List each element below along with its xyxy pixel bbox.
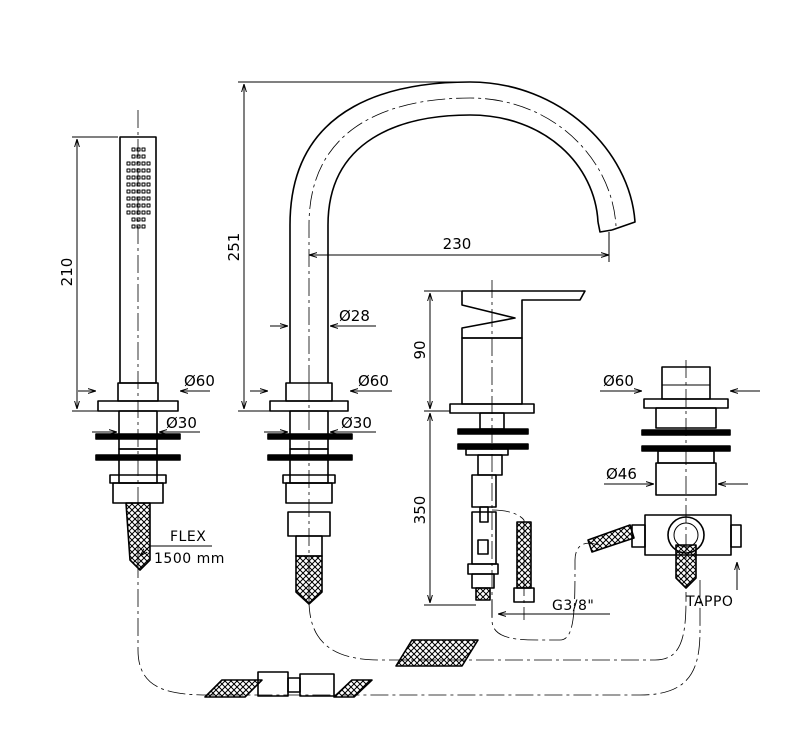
spray-nozzle	[141, 217, 146, 222]
spray-nozzle	[136, 210, 141, 215]
spray-nozzle	[146, 210, 151, 215]
dim-diverter-diameter: Ø60	[603, 372, 634, 390]
label-flex: FLEX	[170, 529, 206, 545]
hand-shower	[95, 110, 181, 571]
mixer-body	[449, 280, 586, 620]
spray-nozzle	[141, 224, 146, 229]
spray-nozzle	[136, 189, 141, 194]
spray-nozzle	[131, 210, 136, 215]
spray-nozzle	[126, 210, 131, 215]
label-flex-length: 1500 mm	[154, 551, 225, 567]
spray-nozzle	[141, 161, 146, 166]
hand-shower-washer-top	[95, 433, 181, 440]
spout-inner-curve	[327, 114, 599, 383]
label-plug: TAPPO	[685, 594, 733, 610]
hose-routing	[137, 509, 701, 696]
spray-nozzle	[131, 196, 136, 201]
dim-spout-diameter: Ø28	[339, 307, 370, 325]
spray-nozzle	[136, 161, 141, 166]
main-hose-hatch-left	[204, 679, 263, 698]
spray-nozzle	[126, 161, 131, 166]
spout-washer-bottom	[267, 454, 353, 461]
spray-nozzle	[141, 154, 146, 159]
spray-nozzle	[136, 182, 141, 187]
dim-mixer-height: 90	[411, 340, 429, 359]
diverter	[587, 360, 742, 600]
label-thread: G3/8"	[552, 598, 594, 614]
spray-nozzle	[146, 203, 151, 208]
spray-nozzle	[131, 182, 136, 187]
spray-nozzle	[131, 189, 136, 194]
main-hose-coupling	[257, 671, 289, 697]
spray-nozzle	[146, 196, 151, 201]
hand-shower-flex-hose	[125, 502, 151, 571]
dim-hand-shower-height: 210	[58, 258, 76, 287]
dim-spout-shank-diameter: Ø30	[341, 414, 372, 432]
hand-shower-washer-bottom	[95, 454, 181, 461]
spray-nozzle	[126, 168, 131, 173]
dim-hand-shower-base-diameter: Ø60	[184, 372, 215, 390]
spray-nozzle	[136, 168, 141, 173]
spray-nozzle	[131, 154, 136, 159]
spray-nozzle	[136, 196, 141, 201]
mixer-lever	[461, 290, 586, 339]
spray-nozzle	[126, 175, 131, 180]
spray-nozzle	[131, 224, 136, 229]
spray-nozzle	[131, 203, 136, 208]
spray-nozzle	[136, 147, 141, 152]
dim-spout-height: 251	[225, 233, 243, 262]
spray-nozzle	[141, 147, 146, 152]
spray-nozzle	[146, 175, 151, 180]
center-hose-hatch	[395, 639, 479, 667]
spray-nozzle	[131, 161, 136, 166]
spray-nozzle	[131, 168, 136, 173]
spray-nozzle	[136, 217, 141, 222]
dim-diverter-body-diameter: Ø46	[606, 465, 637, 483]
dim-hand-shower-shank-diameter: Ø30	[166, 414, 197, 432]
spray-nozzle	[126, 189, 131, 194]
spray-nozzle	[146, 189, 151, 194]
spray-nozzle	[136, 175, 141, 180]
spray-nozzle	[131, 217, 136, 222]
spray-nozzle	[136, 154, 141, 159]
spray-nozzle	[141, 182, 146, 187]
mixer-washer-top	[457, 428, 529, 435]
spray-nozzle	[131, 147, 136, 152]
spray-nozzle	[126, 196, 131, 201]
spray-nozzle	[126, 182, 131, 187]
spray-nozzle	[141, 203, 146, 208]
spray-nozzle	[146, 182, 151, 187]
spray-nozzle	[141, 210, 146, 215]
spray-nozzle	[146, 168, 151, 173]
spout	[267, 81, 636, 605]
spray-nozzle	[126, 203, 131, 208]
spray-nozzle	[141, 168, 146, 173]
spray-nozzle	[141, 196, 146, 201]
spray-nozzle	[131, 175, 136, 180]
spray-nozzle	[146, 161, 151, 166]
spray-nozzle	[136, 224, 141, 229]
spray-nozzle	[141, 189, 146, 194]
dim-mixer-shank-length: 350	[411, 496, 429, 525]
dim-spout-reach: 230	[443, 235, 472, 253]
spray-nozzle	[136, 203, 141, 208]
spout-flex-hose	[295, 555, 323, 605]
spout-washer-top	[267, 433, 353, 440]
spray-nozzles	[126, 147, 151, 229]
dim-spout-base-diameter: Ø60	[358, 372, 389, 390]
spray-nozzle	[141, 175, 146, 180]
dimension-lines	[72, 81, 760, 614]
